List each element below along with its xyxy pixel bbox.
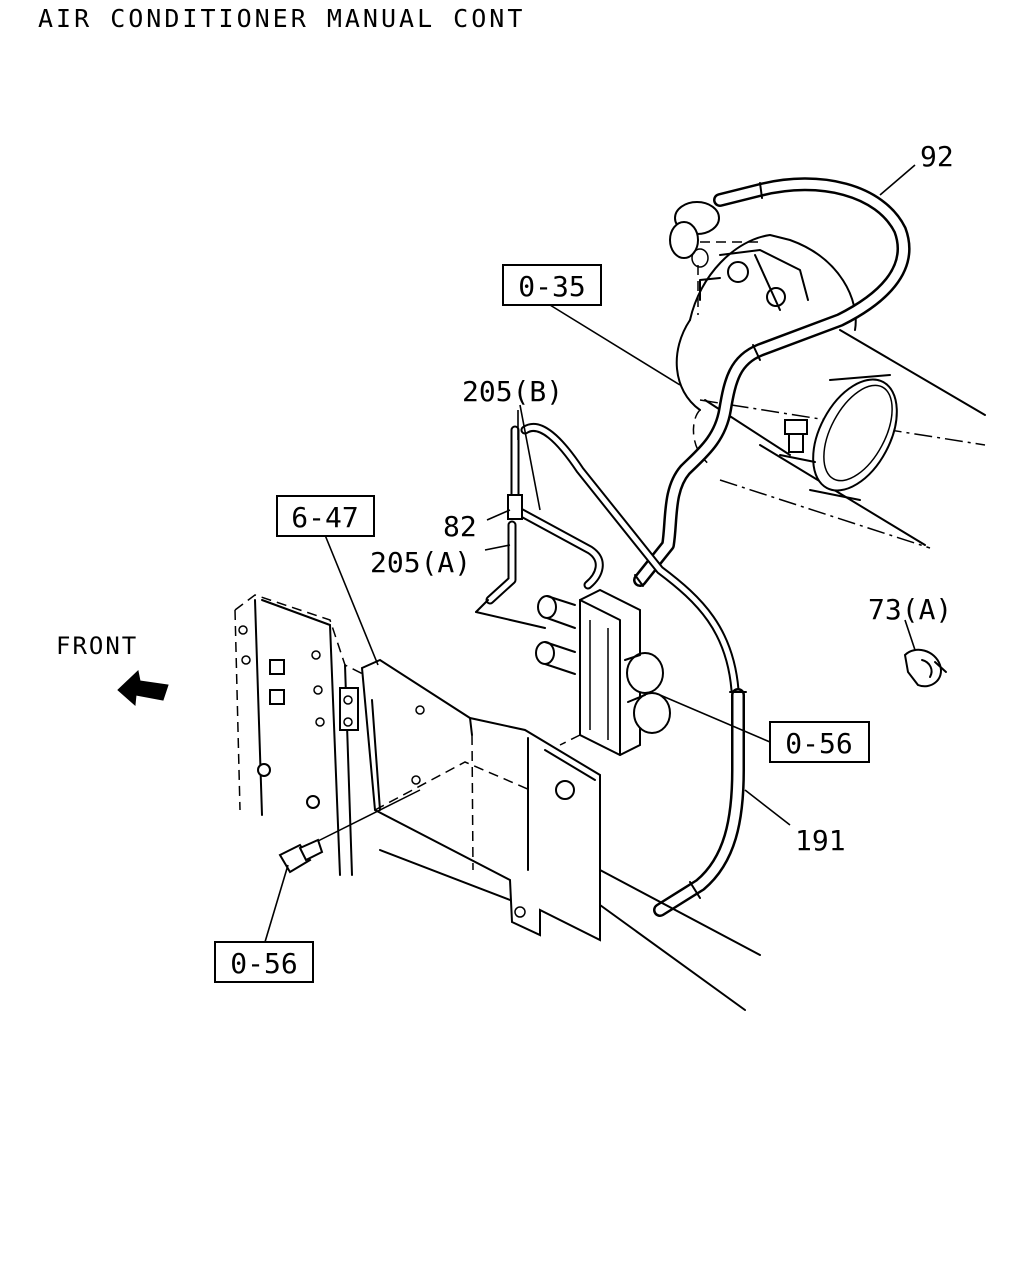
cable-191: [653, 688, 747, 917]
clip-73a: [903, 648, 947, 688]
part-205b-label: 205(B): [462, 375, 563, 408]
ref-0-56-left-label: 0-56: [230, 947, 297, 980]
ref-box-6-47: [276, 495, 375, 537]
pipe-205b: [475, 422, 740, 695]
diagram-title: AIR CONDITIONER MANUAL CONT: [38, 4, 526, 33]
ref-box-0-56-left: [214, 941, 314, 983]
part-92-label: 92: [920, 140, 954, 173]
blower-housing: [669, 201, 986, 549]
cable-92: [633, 177, 911, 587]
ref-box-0-56-right: [769, 721, 870, 763]
ref-0-35-label: 0-35: [518, 270, 585, 303]
ref-6-47-label: 6-47: [291, 501, 358, 534]
ref-0-56-right-label: 0-56: [785, 727, 852, 760]
front-arrow-icon: [117, 670, 169, 707]
mounting-panel: [234, 594, 376, 876]
part-82-label: 82: [443, 510, 477, 543]
part-191-label: 191: [795, 824, 846, 857]
part-205a-label: 205(A): [370, 546, 471, 579]
ref-box-0-35: [502, 264, 602, 306]
part-73a-label: 73(A): [868, 593, 952, 626]
control-unit: [535, 588, 671, 757]
front-label: FRONT: [56, 632, 138, 660]
bracket-6-47: [360, 658, 761, 1011]
